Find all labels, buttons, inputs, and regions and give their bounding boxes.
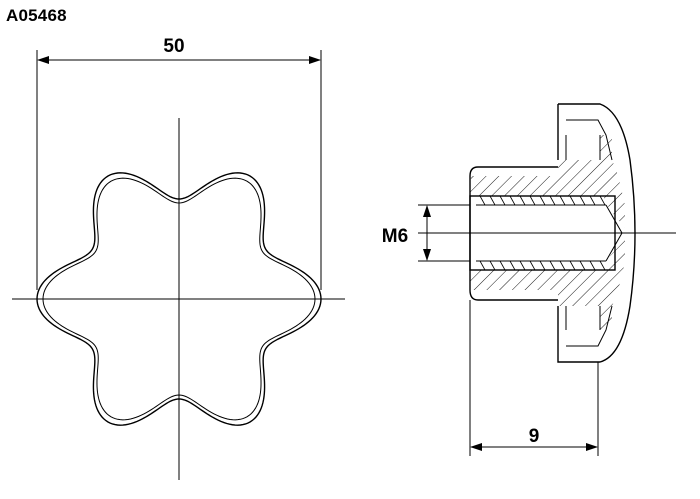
thread-mark — [499, 195, 506, 206]
thread-mark — [519, 260, 526, 271]
thread-mark — [509, 195, 516, 206]
thread-mark — [509, 260, 516, 271]
thread-mark — [589, 260, 596, 271]
thread-mark — [479, 260, 486, 271]
thread-mark — [569, 195, 576, 206]
thread-mark — [599, 195, 606, 206]
thread-mark — [479, 195, 486, 206]
knob-head-outline — [557, 103, 636, 363]
width-dimension-label: 50 — [163, 36, 184, 57]
knob-head-rib-top — [565, 135, 601, 160]
thread-mark — [529, 260, 536, 271]
thread-mark — [489, 195, 496, 206]
thread-mark — [549, 260, 556, 271]
knob-head-cavity-top — [566, 119, 613, 161]
knob-head-cavity-bottom — [566, 305, 613, 347]
knob-head-rib-bottom — [565, 306, 601, 330]
thread-mark — [569, 260, 576, 271]
thread-mark — [599, 260, 606, 271]
section-hatch-top — [470, 135, 625, 228]
section-hatch-bottom — [470, 240, 625, 330]
thread-mark — [589, 195, 596, 206]
thread-mark — [539, 260, 546, 271]
star-knob-inner-contour — [42, 177, 316, 421]
part-number: A05468 — [6, 6, 67, 25]
star-knob-outer-contour — [36, 172, 322, 426]
thread-mark — [539, 195, 546, 206]
section-view: M6 9 — [382, 103, 676, 456]
thread-marks — [479, 195, 606, 271]
thread-mark — [579, 195, 586, 206]
thread-mark — [559, 260, 566, 271]
thread-mark — [579, 260, 586, 271]
depth-dimension-label: 9 — [529, 426, 540, 447]
thread-mark — [529, 195, 536, 206]
thread-mark — [489, 260, 496, 271]
thread-dimension-label: M6 — [382, 226, 408, 247]
thread-mark — [559, 195, 566, 206]
thread-mark — [499, 260, 506, 271]
thread-mark — [549, 195, 556, 206]
thread-mark — [519, 195, 526, 206]
front-view: 50 — [12, 36, 345, 480]
